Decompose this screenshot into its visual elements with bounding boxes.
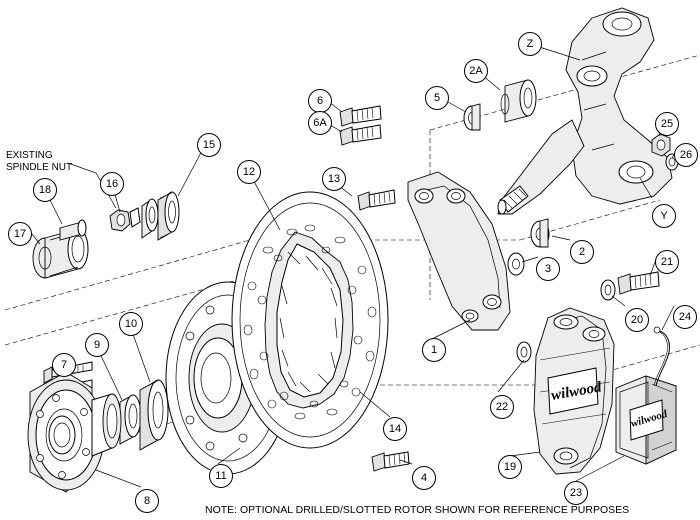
callout-5[interactable]: 5 xyxy=(425,86,449,110)
callout-1[interactable]: 1 xyxy=(422,338,446,362)
callout-14[interactable]: 14 xyxy=(383,417,407,441)
callout-20[interactable]: 20 xyxy=(625,308,649,332)
callout-2a[interactable]: 2A xyxy=(464,59,488,83)
part-pin-24 xyxy=(653,326,670,387)
callout-7[interactable]: 7 xyxy=(52,353,76,377)
callout-z[interactable]: Z xyxy=(518,32,542,56)
label-line-2: SPINDLE NUT xyxy=(6,162,73,173)
callout-25[interactable]: 25 xyxy=(655,112,679,136)
callout-6a[interactable]: 6A xyxy=(308,111,332,135)
part-hex-nut-16 xyxy=(109,207,141,232)
existing-spindle-nut-label: EXISTING SPINDLE NUT xyxy=(6,150,72,174)
callout-22[interactable]: 22 xyxy=(490,395,514,419)
part-caliper-19 xyxy=(533,307,615,475)
callout-15[interactable]: 15 xyxy=(197,133,221,157)
callout-4[interactable]: 4 xyxy=(412,466,436,490)
part-rotor-12 xyxy=(231,191,389,449)
part-brake-pads-23 xyxy=(615,375,677,465)
callout-19[interactable]: 19 xyxy=(498,455,522,479)
diagram-note: NOTE: OPTIONAL DRILLED/SLOTTED ROTOR SHO… xyxy=(205,504,630,516)
part-bolts-6 xyxy=(339,105,382,146)
callout-3[interactable]: 3 xyxy=(536,257,560,281)
callout-26[interactable]: 26 xyxy=(674,143,698,167)
callout-y[interactable]: Y xyxy=(652,204,676,228)
callout-8[interactable]: 8 xyxy=(135,489,159,513)
callout-17[interactable]: 17 xyxy=(8,222,32,246)
label-line-1: EXISTING xyxy=(6,150,53,161)
part-washers-2-3 xyxy=(507,218,550,276)
callout-13[interactable]: 13 xyxy=(322,167,346,191)
callout-10[interactable]: 10 xyxy=(119,312,143,336)
callout-23[interactable]: 23 xyxy=(564,481,588,505)
part-caliper-bracket-1 xyxy=(407,171,511,331)
callout-11[interactable]: 11 xyxy=(209,464,233,488)
part-hub-8 xyxy=(27,371,122,493)
callout-16[interactable]: 16 xyxy=(100,172,124,196)
callout-2[interactable]: 2 xyxy=(570,240,594,264)
part-spindle-nut-group xyxy=(32,219,89,279)
callout-18[interactable]: 18 xyxy=(33,178,57,202)
part-spindle-knuckle-z xyxy=(497,7,673,215)
callout-24[interactable]: 24 xyxy=(673,305,697,329)
part-washer-22 xyxy=(516,341,532,363)
part-bolt-13 xyxy=(357,189,396,211)
part-bearing-stack-15 xyxy=(141,191,180,241)
part-bolt-4 xyxy=(371,451,410,472)
part-spacer-2a xyxy=(500,79,537,123)
callout-6[interactable]: 6 xyxy=(308,89,332,113)
part-washer-5 xyxy=(463,103,481,131)
callout-12[interactable]: 12 xyxy=(237,160,261,184)
part-bearing-lower-group xyxy=(119,379,169,451)
part-bolt-21 xyxy=(600,271,660,301)
callout-21[interactable]: 21 xyxy=(655,250,679,274)
callout-9[interactable]: 9 xyxy=(85,333,109,357)
